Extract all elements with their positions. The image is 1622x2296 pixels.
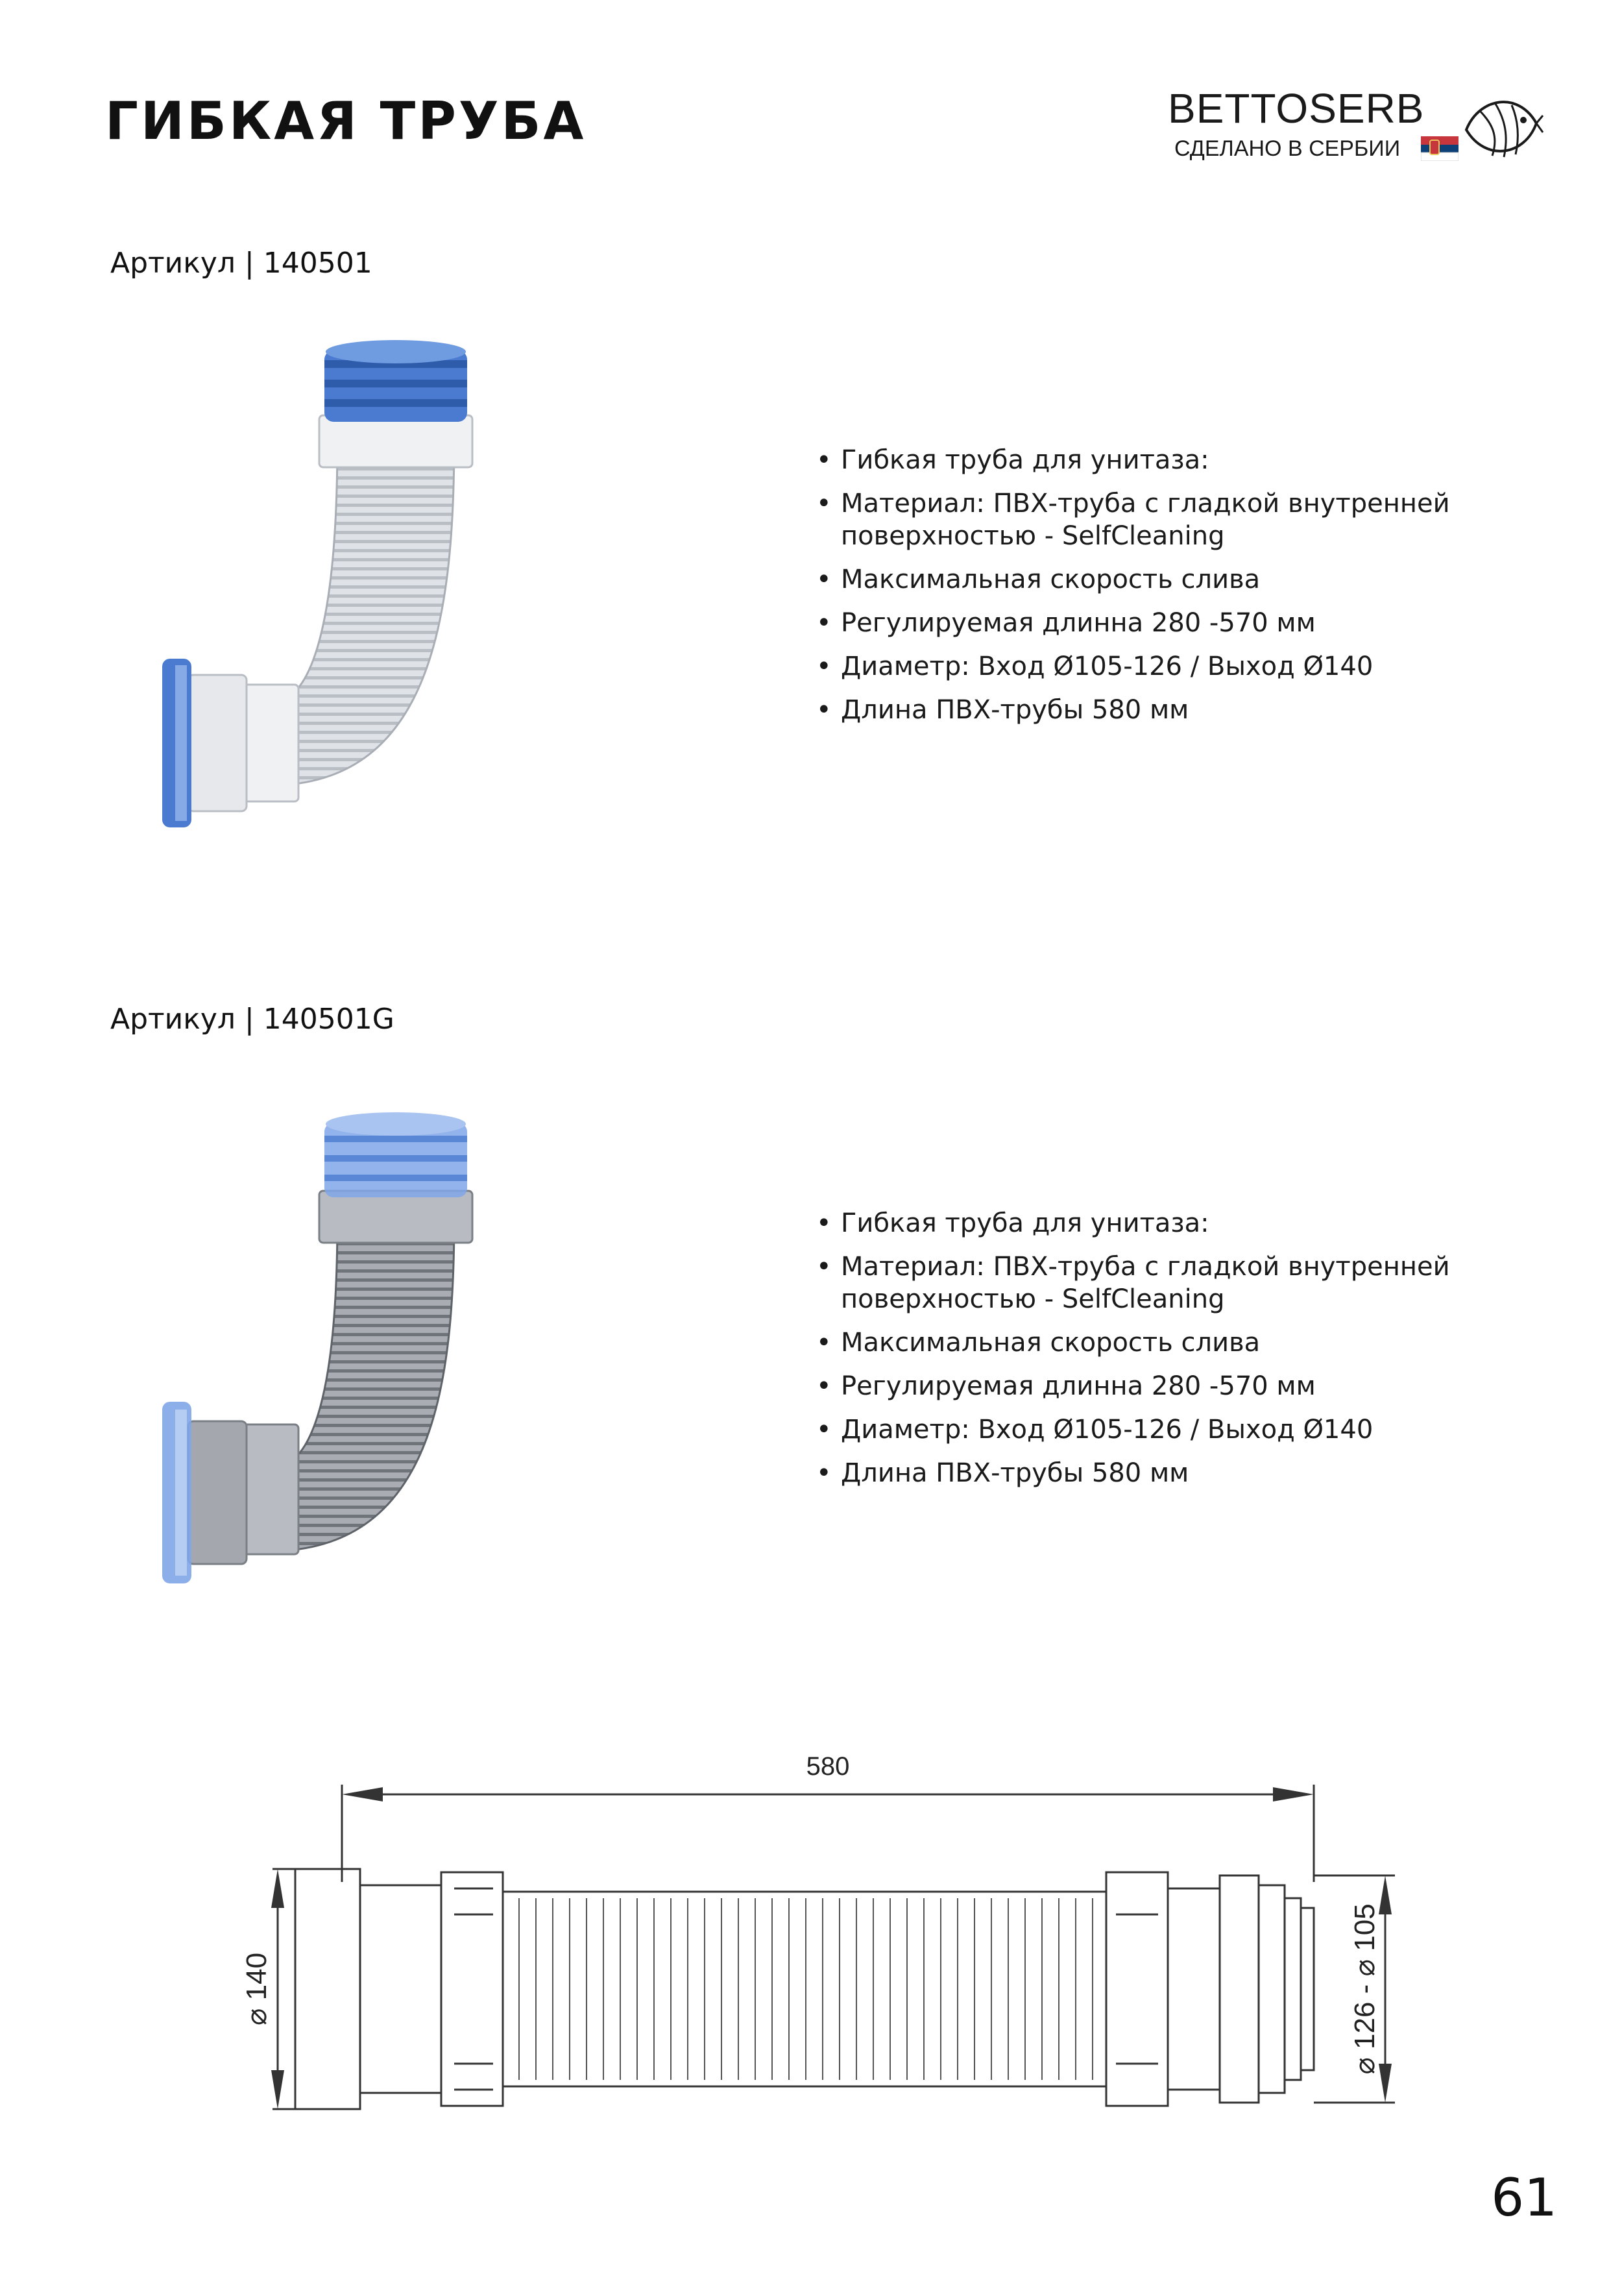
feature-item: Максимальная скорость слива (816, 563, 1530, 596)
feature-item: Диаметр: Вход Ø105-126 / Выход Ø140 (816, 1413, 1530, 1446)
feature-item: Длина ПВХ-трубы 580 мм (816, 694, 1530, 726)
technical-drawing: 580 ⌀ 140 ⌀ 126 - ⌀ 105 (241, 1752, 1395, 2110)
article-number: Артикул | 140501G (110, 1003, 394, 1036)
outlet-flange (294, 1868, 361, 2110)
page-title: ГИБКАЯ ТРУБА (105, 91, 587, 151)
corrugated-body (502, 1890, 1108, 2088)
feature-item: Гибкая труба для унитаза: (816, 1207, 1530, 1240)
brand-name: BETTOSERB (1168, 85, 1425, 132)
feature-item: Диаметр: Вход Ø105-126 / Выход Ø140 (816, 650, 1530, 683)
feature-item: Материал: ПВХ-труба с гладкой внутренней… (816, 487, 1530, 552)
page-number: 61 (1491, 2168, 1557, 2228)
brand-tagline: СДЕЛАНО В СЕРБИИ (1174, 136, 1401, 161)
flexible-pipe-white-photo (162, 340, 474, 827)
feature-list: Гибкая труба для унитаза: Материал: ПВХ-… (816, 444, 1530, 737)
feature-item: Материал: ПВХ-труба с гладкой внутренней… (816, 1251, 1530, 1315)
inlet-seal-outer (1218, 1874, 1260, 2104)
feature-item: Регулируемая длинна 280 -570 мм (816, 1370, 1530, 1402)
fish-logo-icon (1464, 101, 1544, 158)
feature-item: Максимальная скорость слива (816, 1326, 1530, 1359)
inlet-diameter-label: ⌀ 126 - ⌀ 105 (1349, 1903, 1381, 2074)
feature-item: Гибкая труба для унитаза: (816, 444, 1530, 476)
outlet-diameter-label: ⌀ 140 (241, 1953, 272, 2025)
feature-item: Длина ПВХ-трубы 580 мм (816, 1457, 1530, 1489)
serbian-flag-icon (1421, 136, 1459, 161)
feature-list: Гибкая труба для унитаза: Материал: ПВХ-… (816, 1207, 1530, 1500)
brand-logo: BETTOSERB СДЕЛАНО В СЕРБИИ (1168, 84, 1544, 175)
left-nut (440, 1871, 504, 2107)
article-number: Артикул | 140501 (110, 247, 372, 280)
right-nut (1105, 1871, 1169, 2107)
length-label: 580 (806, 1752, 850, 1781)
outlet-socket (359, 1884, 442, 2094)
inlet-socket (1167, 1887, 1221, 2091)
feature-item: Регулируемая длинна 280 -570 мм (816, 607, 1530, 639)
flexible-pipe-grey-photo (162, 1112, 474, 1583)
